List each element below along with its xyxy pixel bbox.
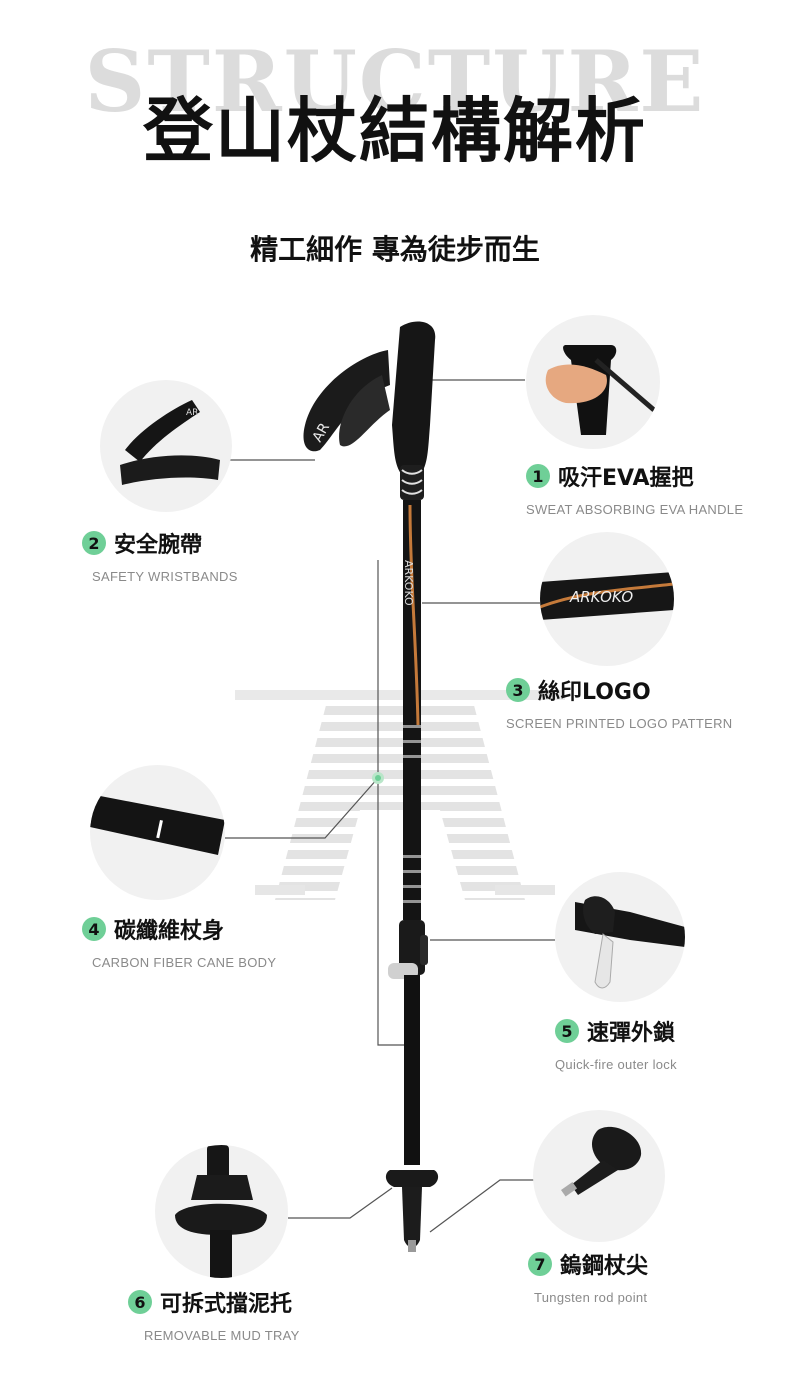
feature-1-subtitle: SWEAT ABSORBING EVA HANDLE [526,502,744,517]
trekking-pole-illustration: AR ARKOKO [303,321,439,1252]
lock-clamp-photo [555,872,685,1002]
logo-sample-text: ARKOKO [569,588,633,606]
feature-5-title: 速彈外鎖 [587,1021,676,1046]
feature-6-title: 可拆式擋泥托 [160,1292,293,1317]
feature-6-label: 6 可拆式擋泥托 REMOVABLE MUD TRAY [128,1286,300,1343]
pole-brand-print: ARKOKO [402,560,415,606]
page-subtitle: 精工細作 專為徒步而生 [250,233,540,266]
feature-1-number: 1 [526,464,550,488]
feature-5-label: 5 速彈外鎖 Quick-fire outer lock [555,1015,677,1072]
feature-2-subtitle: SAFETY WRISTBANDS [92,569,238,584]
feature-2-number: 2 [82,531,106,555]
carbon-tube-photo [90,765,225,900]
feature-5-number: 5 [555,1019,579,1043]
wrist-strap-photo: AR [100,380,232,512]
grip-handle-photo [526,315,660,449]
feature-4-label: 4 碳纖維杖身 CARBON FIBER CANE BODY [82,913,276,970]
feature-4-title: 碳纖維杖身 [114,919,225,944]
feature-3-number: 3 [506,678,530,702]
feature-7-number: 7 [528,1252,552,1276]
feature-6-subtitle: REMOVABLE MUD TRAY [144,1328,300,1343]
mud-basket-photo [155,1145,288,1278]
feature-6-number: 6 [128,1290,152,1314]
logo-band-photo: ARKOKO [540,532,674,666]
tungsten-tip-photo [533,1110,665,1242]
feature-1-title: 吸汗EVA握把 [558,466,694,491]
feature-5-subtitle: Quick-fire outer lock [555,1057,677,1072]
feature-7-label: 7 鎢鋼杖尖 Tungsten rod point [528,1248,648,1305]
striped-watermark [235,690,565,900]
background-word: STRUCTURE [84,32,706,131]
feature-2-label: 2 安全腕帶 SAFETY WRISTBANDS [82,527,238,584]
feature-2-title: 安全腕帶 [114,533,203,558]
feature-3-title: 絲印LOGO [538,680,651,705]
feature-3-subtitle: SCREEN PRINTED LOGO PATTERN [506,716,733,731]
feature-4-subtitle: CARBON FIBER CANE BODY [92,955,277,970]
feature-3-label: 3 絲印LOGO SCREEN PRINTED LOGO PATTERN [506,674,732,731]
feature-1-label: 1 吸汗EVA握把 SWEAT ABSORBING EVA HANDLE [526,460,743,517]
feature-7-subtitle: Tungsten rod point [534,1290,648,1305]
feature-4-number: 4 [82,917,106,941]
page-title: 登山杖結構解析 [143,90,647,172]
svg-text:AR: AR [186,408,198,418]
feature-7-title: 鎢鋼杖尖 [560,1254,649,1279]
